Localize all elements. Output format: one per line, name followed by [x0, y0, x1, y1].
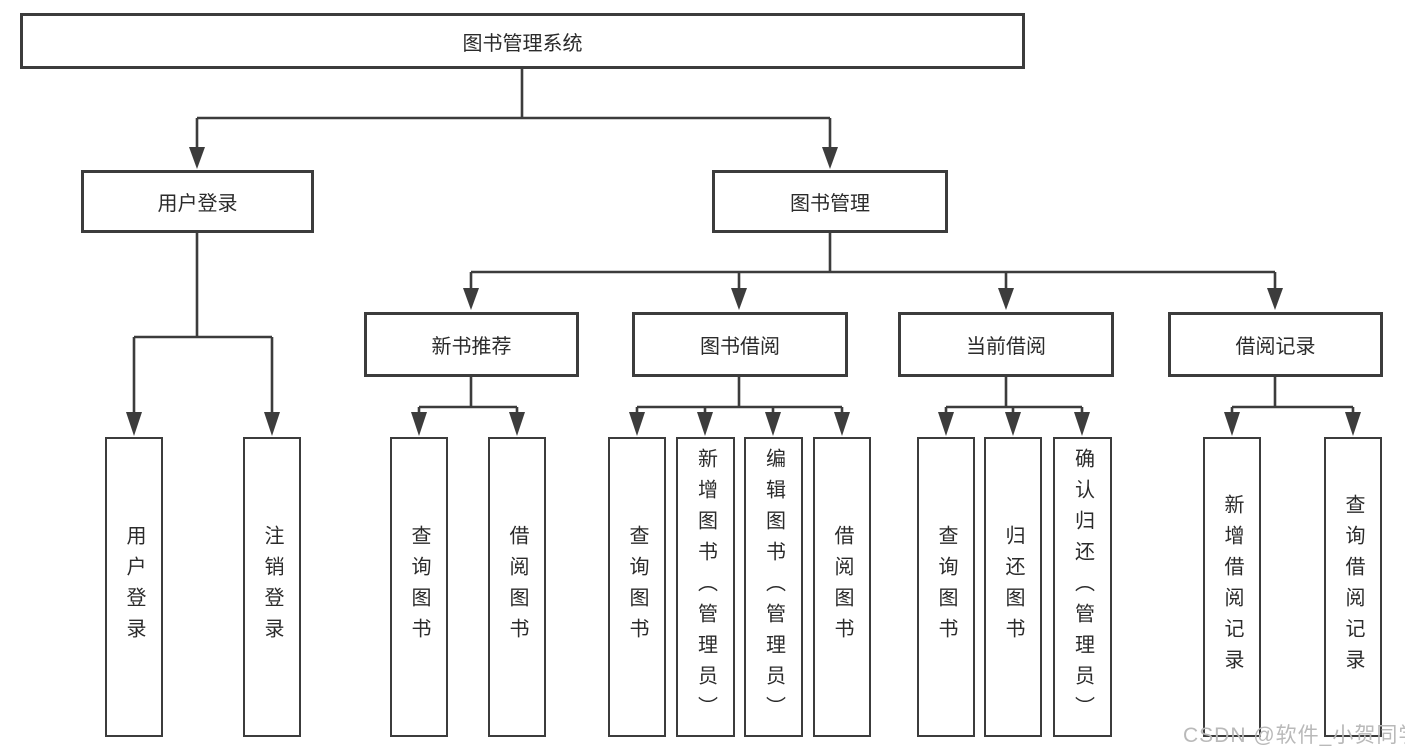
connector-current-to-leaves	[944, 377, 1084, 414]
node-root-label: 图书管理系统	[462, 32, 583, 55]
node-label: 借阅记录	[1235, 336, 1316, 358]
connector-newbooks-to-leaves	[417, 377, 519, 414]
connector-bookmgmt-to-level3	[469, 233, 1277, 290]
leaf-label: 注销登录	[261, 525, 283, 649]
leaf-add-borrow-record: 新增借阅记录	[1203, 437, 1261, 737]
leaf-label: 查询图书	[626, 525, 648, 649]
arrowhead	[1005, 412, 1021, 436]
leaf-label: 借阅图书	[831, 525, 853, 649]
node-root: 图书管理系统	[20, 13, 1025, 69]
leaf-label: 确认归还（管理员）	[1071, 447, 1094, 727]
arrowhead	[411, 412, 427, 436]
leaf-edit-book-admin: 编辑图书（管理员）	[744, 437, 803, 737]
node-label: 新书推荐	[431, 336, 512, 358]
leaf-borrow-books-1: 借阅图书	[488, 437, 546, 737]
connector-records-to-leaves	[1230, 377, 1355, 414]
arrowhead	[731, 288, 747, 310]
node-label: 用户登录	[157, 193, 238, 215]
arrowhead	[463, 288, 479, 310]
csdn-watermark: CSDN @软件_小贺同学	[1183, 724, 1405, 747]
node-label: 当前借阅	[966, 336, 1046, 358]
node-label: 图书管理	[790, 193, 870, 215]
leaf-user-login: 用户登录	[105, 437, 163, 737]
arrowhead	[189, 147, 205, 169]
arrowhead	[1267, 288, 1283, 310]
arrowhead	[834, 412, 850, 436]
arrowhead	[509, 412, 525, 436]
arrowhead	[822, 147, 838, 169]
node-current-borrow: 当前借阅	[898, 312, 1114, 377]
leaf-query-borrow-record: 查询借阅记录	[1324, 437, 1382, 737]
leaf-label: 用户登录	[123, 525, 145, 649]
connector-root-to-level2	[195, 69, 832, 149]
leaf-query-books-3: 查询图书	[917, 437, 975, 737]
leaf-label: 新增图书（管理员）	[694, 447, 717, 727]
leaf-query-books-2: 查询图书	[608, 437, 666, 737]
leaf-return-book: 归还图书	[984, 437, 1042, 737]
node-user-login-branch: 用户登录	[81, 170, 314, 233]
arrowhead	[697, 412, 713, 436]
leaf-label: 编辑图书（管理员）	[762, 447, 785, 727]
leaf-label: 新增借阅记录	[1221, 494, 1243, 680]
node-borrow-records: 借阅记录	[1168, 312, 1383, 377]
arrowhead	[998, 288, 1014, 310]
arrowhead	[264, 412, 280, 436]
arrowhead	[1074, 412, 1090, 436]
node-new-book-recommend: 新书推荐	[364, 312, 579, 377]
leaf-label: 归还图书	[1002, 525, 1024, 649]
leaf-label: 借阅图书	[506, 525, 528, 649]
arrowhead	[126, 412, 142, 436]
leaf-borrow-books-2: 借阅图书	[813, 437, 871, 737]
node-book-borrow: 图书借阅	[632, 312, 848, 377]
leaf-query-books-1: 查询图书	[390, 437, 448, 737]
node-book-management-branch: 图书管理	[712, 170, 948, 233]
connector-borrow-to-leaves	[635, 377, 844, 414]
leaf-label: 查询借阅记录	[1342, 494, 1364, 680]
connector-userlogin-to-leaves	[132, 233, 274, 414]
node-label: 图书借阅	[700, 336, 780, 358]
leaf-label: 查询图书	[408, 525, 430, 649]
arrowhead	[1345, 412, 1361, 436]
leaf-confirm-return-admin: 确认归还（管理员）	[1053, 437, 1112, 737]
arrowhead	[765, 412, 781, 436]
leaf-add-book-admin: 新增图书（管理员）	[676, 437, 735, 737]
leaf-logout: 注销登录	[243, 437, 301, 737]
leaf-label: 查询图书	[935, 525, 957, 649]
arrowhead	[1224, 412, 1240, 436]
arrowhead	[938, 412, 954, 436]
arrowhead	[629, 412, 645, 436]
